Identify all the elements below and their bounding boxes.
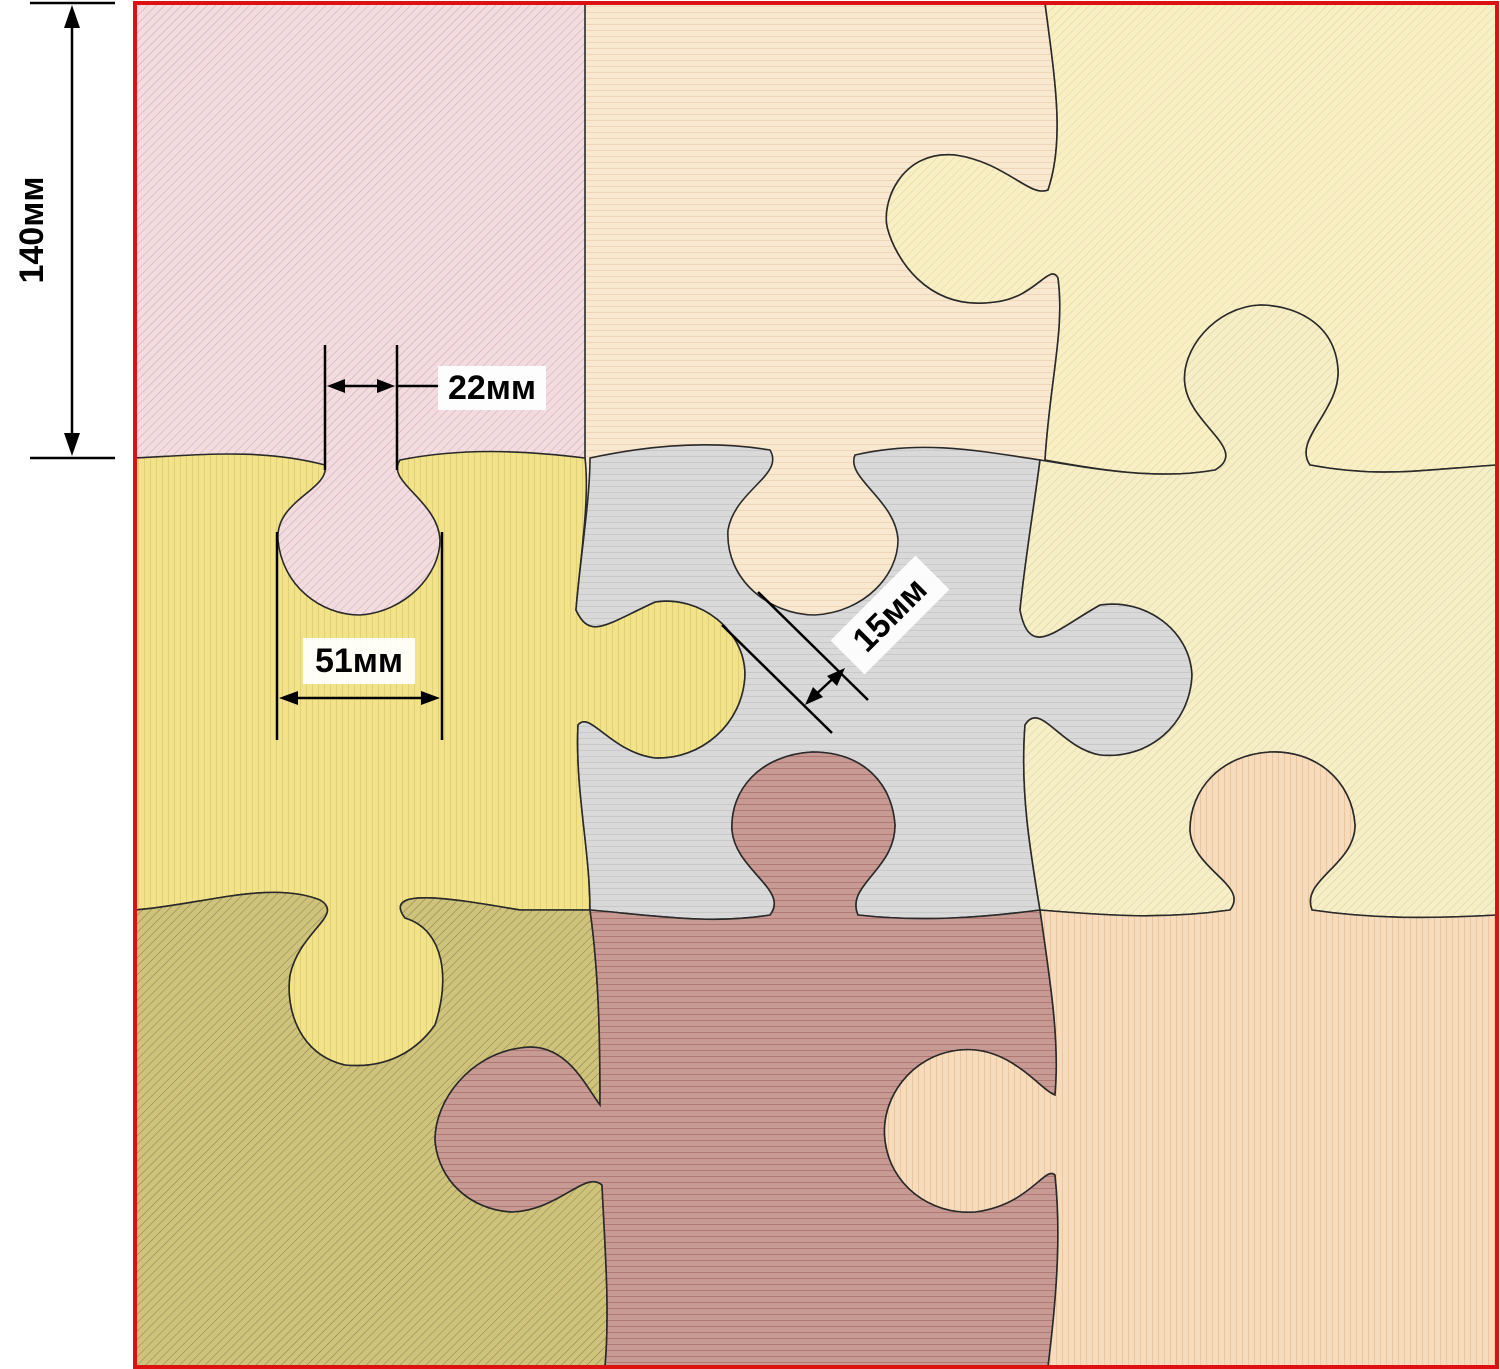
dimension-annotations: 140мм 22мм 51мм [13,1,950,740]
arrow-up-icon [64,5,80,28]
arrow-right-icon [421,691,440,705]
dimension-neck: 22мм [323,345,546,470]
arrow-right-icon [377,379,395,393]
dimension-knob-label-bg [303,638,415,684]
arrow-left-icon [805,687,823,705]
dimension-knob-label: 51мм [315,642,403,680]
dimension-neck-label-bg [438,366,546,410]
dimension-height: 140мм [13,1,115,460]
dimension-height-label: 140мм [13,176,51,283]
dimension-knob: 51мм [275,532,444,740]
dimension-neck-label: 22мм [448,369,536,407]
arrow-left-icon [279,691,298,705]
dimension-gap-label-bg [830,555,950,675]
mat-frame [133,1,1499,1369]
puzzle-pieces [134,2,1498,1368]
arrow-left-icon [327,379,345,393]
arrow-right-icon [827,668,845,686]
arrow-down-icon [64,433,80,456]
